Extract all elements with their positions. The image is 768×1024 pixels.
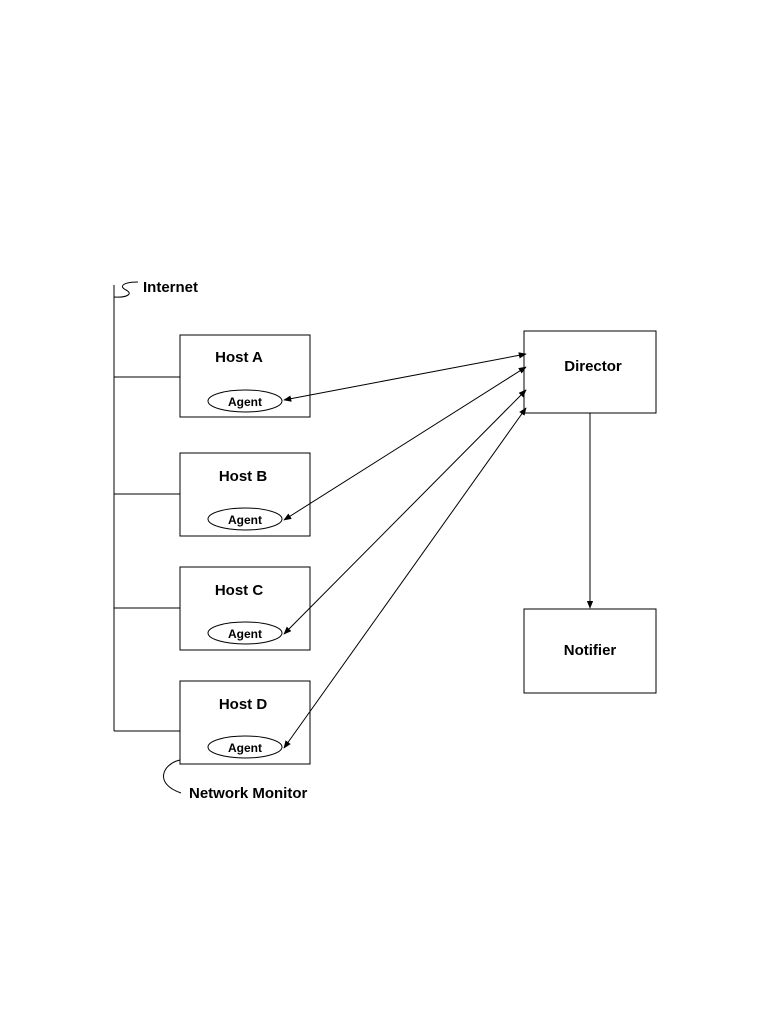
agent-d-director-arrow [283, 407, 527, 749]
host-a-agent [207, 389, 283, 413]
host-d-agent-label: Agent [228, 741, 262, 755]
director-label: Director [564, 358, 622, 375]
host-a-box: Host A Agent [179, 334, 311, 418]
agent-b-director-arrow [283, 366, 527, 521]
notifier-box: Notifier [523, 608, 657, 694]
host-d-agent [207, 735, 283, 759]
host-b-agent-label: Agent [228, 513, 262, 527]
network-monitor-label: Network Monitor [189, 785, 307, 802]
host-c-agent [207, 621, 283, 645]
agent-a-director-arrow [283, 352, 527, 402]
director-box: Director [523, 330, 657, 414]
host-a-agent-label: Agent [228, 395, 262, 409]
host-d-box: Host D Agent [179, 680, 311, 765]
host-b-label: Host B [219, 468, 268, 485]
host-a-label: Host A [215, 349, 263, 366]
host-c-box: Host C Agent [179, 566, 311, 651]
network-monitor-bracket [163, 759, 182, 794]
internet-label: Internet [143, 279, 198, 296]
agent-c-director-arrow [283, 389, 527, 635]
host-b-agent [207, 507, 283, 531]
host-c-label: Host C [215, 582, 264, 599]
notifier-label: Notifier [564, 642, 617, 659]
host-c-agent-label: Agent [228, 627, 262, 641]
internet-squiggle [113, 281, 139, 298]
host-d-label: Host D [219, 696, 268, 713]
host-b-box: Host B Agent [179, 452, 311, 537]
